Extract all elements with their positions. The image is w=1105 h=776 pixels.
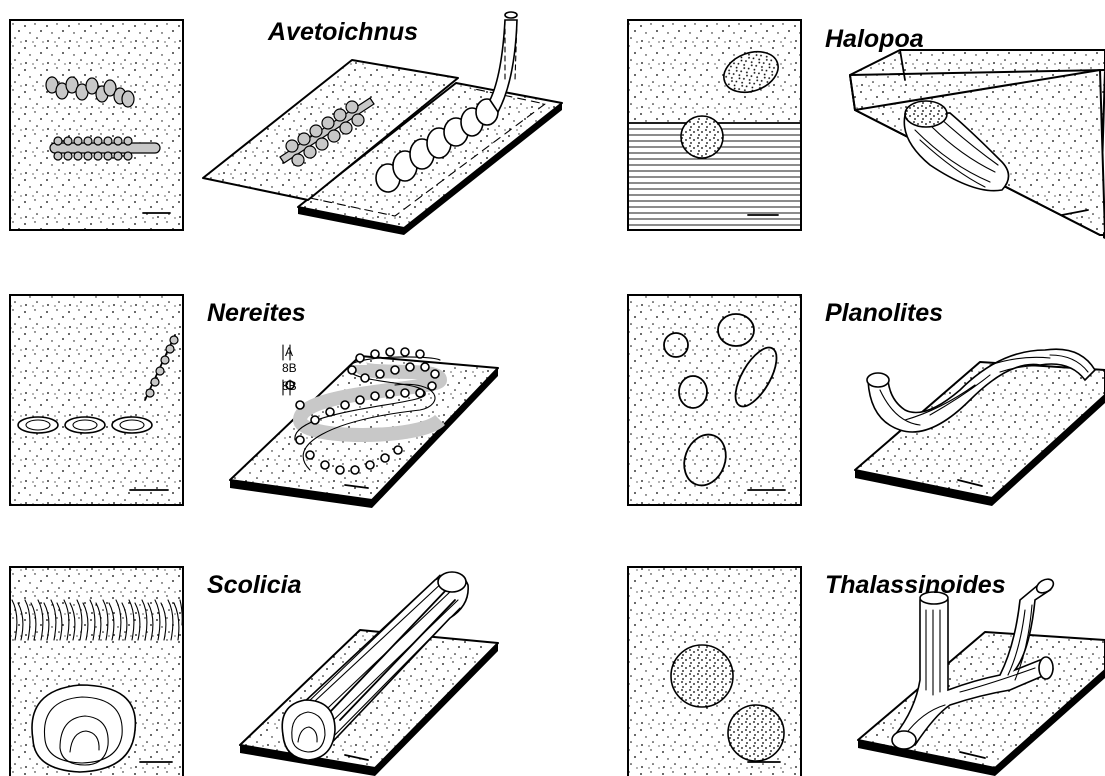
halopoa-burrow-section — [681, 116, 723, 158]
nereites-section-box — [10, 295, 183, 505]
thalassinoides-burrow-section — [671, 645, 733, 707]
planolites-panel: Planolites — [628, 295, 1105, 506]
svg-text:8B: 8B — [282, 361, 297, 375]
thalassinoides-block — [858, 632, 1105, 768]
label-avetoichnus: Avetoichnus — [267, 18, 418, 46]
avetoichnus-section-box — [10, 20, 183, 230]
thalassinoides-panel: Thalassinoides — [628, 567, 1105, 776]
label-scolicia: Scolicia — [207, 571, 302, 599]
label-nereites: Nereites — [207, 299, 306, 327]
svg-text:8B: 8B — [282, 379, 297, 393]
label-thalassinoides: Thalassinoides — [825, 571, 1006, 599]
scolicia-cross-section — [32, 685, 135, 772]
scolicia-panel: Scolicia — [10, 567, 498, 776]
planolites-section-box — [628, 295, 801, 505]
svg-text:A: A — [285, 345, 293, 359]
label-planolites: Planolites — [825, 299, 943, 327]
label-halopoa: Halopoa — [825, 25, 924, 53]
avetoichnus-panel: Avetoichnus — [10, 12, 562, 235]
nereites-panel: 8B 8B A Nereites — [10, 295, 498, 508]
thalassinoides-burrow-section — [728, 705, 784, 761]
halopoa-panel: Halopoa — [628, 20, 1105, 239]
